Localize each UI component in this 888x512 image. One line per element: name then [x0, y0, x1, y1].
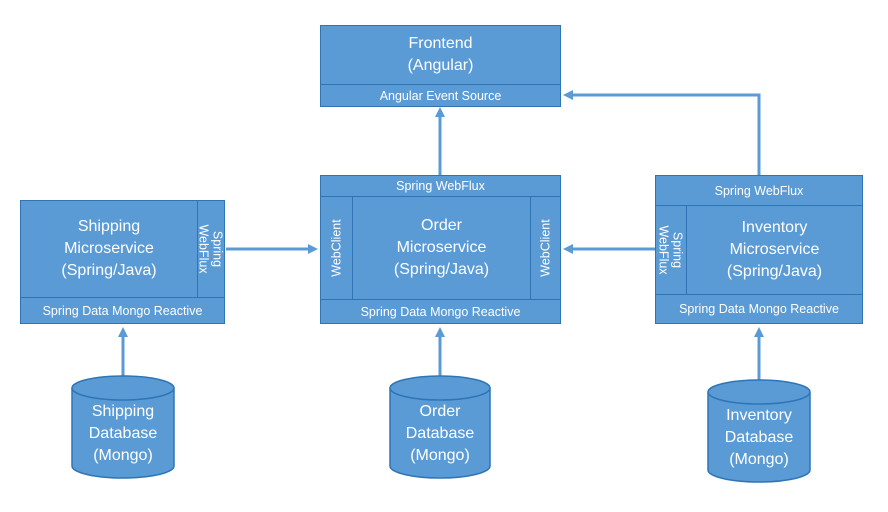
inventory-data-label: Spring Data Mongo Reactive	[679, 302, 839, 316]
order-data-label: Spring Data Mongo Reactive	[360, 304, 521, 319]
shipping-line2: Microservice	[64, 240, 154, 257]
inventory-line3: (Spring/Java)	[726, 263, 823, 280]
inventory-db-line3: (Mongo)	[729, 451, 789, 468]
inventory-line2: Microservice	[729, 241, 820, 258]
order-webclient-left-label: WebClient	[329, 219, 344, 277]
frontend-box: Frontend (Angular)	[320, 25, 561, 85]
inventory-data-box: Spring Data Mongo Reactive	[655, 294, 863, 324]
shipping-db-line3: (Mongo)	[93, 447, 153, 464]
shipping-microservice-box: Shipping Microservice (Spring/Java)	[20, 200, 198, 298]
arrow-inventory-to-frontend	[563, 90, 761, 175]
angular-event-source-box: Angular Event Source	[320, 84, 561, 107]
order-webclient-right-box: WebClient	[530, 196, 561, 300]
shipping-webflux-box: Spring WebFlux	[197, 200, 225, 298]
shipping-db-line1: Shipping	[91, 403, 155, 420]
order-database-label: Order Database (Mongo)	[390, 400, 490, 468]
angular-event-source-label: Angular Event Source	[379, 88, 502, 103]
shipping-webflux-line1: Spring	[211, 230, 225, 268]
inventory-webflux-box: Spring WebFlux	[655, 175, 863, 206]
shipping-db-line2: Database	[88, 425, 158, 442]
inventory-webflux-v-line2: WebFlux	[657, 225, 671, 275]
order-webclient-left-box: WebClient	[320, 196, 353, 300]
order-data-box: Spring Data Mongo Reactive	[320, 299, 561, 324]
shipping-line3: (Spring/Java)	[61, 262, 157, 279]
inventory-microservice-box: Inventory Microservice (Spring/Java)	[686, 205, 863, 295]
frontend-title: Frontend	[408, 35, 473, 52]
order-line3: (Spring/Java)	[393, 261, 490, 278]
shipping-database-cylinder	[71, 375, 175, 479]
order-line1: Order	[421, 217, 462, 234]
inventory-webflux-v-line1: Spring	[671, 231, 685, 269]
inventory-database-label: Inventory Database (Mongo)	[708, 404, 810, 472]
shipping-webflux-line2: WebFlux	[197, 224, 211, 274]
inventory-db-line1: Inventory	[726, 407, 792, 424]
order-db-line3: (Mongo)	[410, 447, 470, 464]
order-db-line2: Database	[405, 425, 475, 442]
inventory-database-cylinder	[707, 379, 811, 483]
shipping-database-label: Shipping Database (Mongo)	[72, 400, 174, 468]
order-webflux-box: Spring WebFlux	[320, 175, 561, 197]
order-db-line1: Order	[419, 403, 461, 420]
shipping-data-label: Spring Data Mongo Reactive	[42, 303, 203, 318]
shipping-data-box: Spring Data Mongo Reactive	[20, 297, 225, 324]
order-microservice-box: Order Microservice (Spring/Java)	[352, 196, 531, 300]
shipping-line1: Shipping	[77, 218, 141, 235]
order-database-cylinder	[389, 375, 491, 479]
order-webflux-label: Spring WebFlux	[396, 179, 485, 193]
order-line2: Microservice	[396, 239, 487, 256]
frontend-subtitle: (Angular)	[407, 57, 474, 74]
inventory-webflux-vertical-box: Spring WebFlux	[655, 205, 687, 295]
inventory-line1: Inventory	[741, 219, 808, 236]
order-webclient-right-label: WebClient	[538, 219, 553, 277]
inventory-db-line2: Database	[724, 429, 794, 446]
inventory-webflux-label: Spring WebFlux	[714, 183, 804, 198]
